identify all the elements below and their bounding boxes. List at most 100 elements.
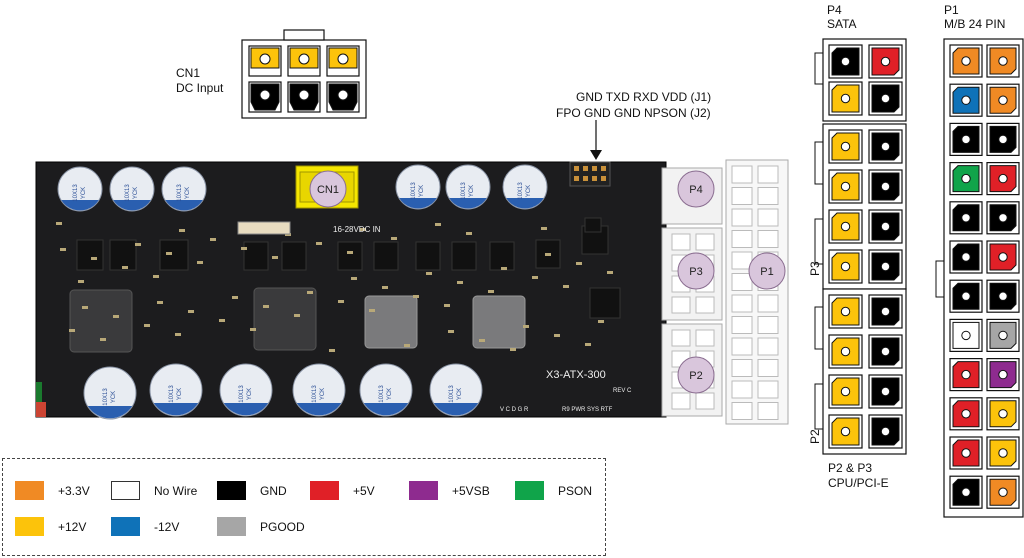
capacitor-label: YCK <box>185 187 191 199</box>
silk-rev-text: REV C <box>613 388 632 394</box>
legend-label: No Wire <box>154 483 198 498</box>
smd-part <box>360 228 366 231</box>
cn1-title: CN1 <box>176 66 201 80</box>
legend-item: +3.3V <box>15 481 90 500</box>
capacitor-label: YCK <box>177 388 183 400</box>
smd-part <box>179 229 185 232</box>
connector-pin <box>868 169 903 204</box>
board-p1-socket <box>731 208 753 227</box>
connector-pin <box>986 44 1020 78</box>
board-p2-socket <box>671 392 691 410</box>
board-p1-socket <box>731 165 753 184</box>
capacitor-label: YCK <box>387 388 393 400</box>
smd-part <box>78 280 84 283</box>
connector-pin <box>868 374 903 409</box>
board-p2-socket <box>695 392 715 410</box>
board-p1-socket <box>757 337 779 356</box>
smd-part <box>56 222 62 225</box>
board-p1-socket <box>731 380 753 399</box>
legend-swatch <box>217 517 246 536</box>
smd-part <box>391 237 397 240</box>
smd-part <box>122 266 128 269</box>
legend-item: +5V <box>310 481 375 500</box>
connector-badge-label: P3 <box>689 266 702 278</box>
smd-part <box>338 300 344 303</box>
legend-label: +5V <box>353 483 375 498</box>
legend-label: +3.3V <box>58 483 90 498</box>
capacitor-label: 10X13 <box>73 184 79 202</box>
ic-chip <box>584 217 602 233</box>
connector-pin <box>986 279 1020 313</box>
jumper-j1-label: GND TXD RXD VDD (J1) <box>576 90 712 104</box>
connector-badge <box>677 170 715 208</box>
p2-housing-key <box>814 306 823 350</box>
connector-pin <box>949 122 983 157</box>
smd-part <box>153 275 159 278</box>
smd-part <box>585 343 591 346</box>
connector-pin <box>949 436 983 470</box>
smd-part <box>457 281 463 284</box>
inductor <box>253 287 317 351</box>
capacitor-label: 10X13 <box>169 385 175 403</box>
capacitor-label: YCK <box>419 185 425 197</box>
smd-part <box>307 291 313 294</box>
p2-side-label: P2 <box>808 429 822 444</box>
connector-pin <box>986 318 1020 352</box>
ic-chip <box>489 241 515 271</box>
connector-pin <box>868 209 903 244</box>
cn1-pin <box>248 45 282 77</box>
ic-chip <box>109 239 137 271</box>
connector-pin <box>868 81 903 116</box>
smd-part <box>435 223 441 226</box>
capacitor-label: 10X13 <box>177 184 183 202</box>
p4-key <box>814 52 823 85</box>
legend-item: -12V <box>111 517 179 536</box>
smd-part <box>598 320 604 323</box>
ic-chip <box>337 241 363 271</box>
smd-part <box>232 296 238 299</box>
cn1-latch <box>283 29 325 41</box>
board-p1-socket <box>757 402 779 420</box>
legend-item: GND <box>217 481 287 500</box>
connector-pin <box>828 81 863 116</box>
board-p3-socket <box>671 296 691 314</box>
capacitor-label: YCK <box>526 185 532 197</box>
legend-label: GND <box>260 483 287 498</box>
connector-pin <box>986 358 1020 392</box>
ic-chip <box>415 241 441 271</box>
board-p1-socket <box>731 316 753 334</box>
capacitor-label: 10X13 <box>449 385 455 403</box>
capacitor-label: YCK <box>81 187 87 199</box>
smd-part <box>523 325 529 328</box>
legend-swatch <box>217 481 246 500</box>
connector-pin <box>868 129 903 164</box>
legend-item: +5VSB <box>409 481 490 500</box>
board-p1-socket <box>731 402 753 420</box>
ic-chip <box>76 239 104 271</box>
smd-part <box>554 334 560 337</box>
connector-pin <box>949 44 983 78</box>
smd-part <box>347 251 353 254</box>
smd-part <box>576 262 582 265</box>
connector-pin <box>949 240 983 274</box>
smd-part <box>135 243 141 246</box>
legend-swatch <box>111 481 140 500</box>
header-pin <box>601 176 606 181</box>
cn1-pin <box>326 81 360 113</box>
board-p1-socket <box>731 230 753 248</box>
cn1-pin <box>326 45 360 77</box>
smd-part <box>91 257 97 260</box>
board-p1-socket <box>757 294 779 313</box>
connector-badge-label: CN1 <box>317 184 339 196</box>
board-p3-socket <box>695 296 715 314</box>
smd-part <box>175 333 181 336</box>
smd-part <box>532 276 538 279</box>
p3-housing-key <box>814 141 823 185</box>
capacitor-label: YCK <box>457 388 463 400</box>
